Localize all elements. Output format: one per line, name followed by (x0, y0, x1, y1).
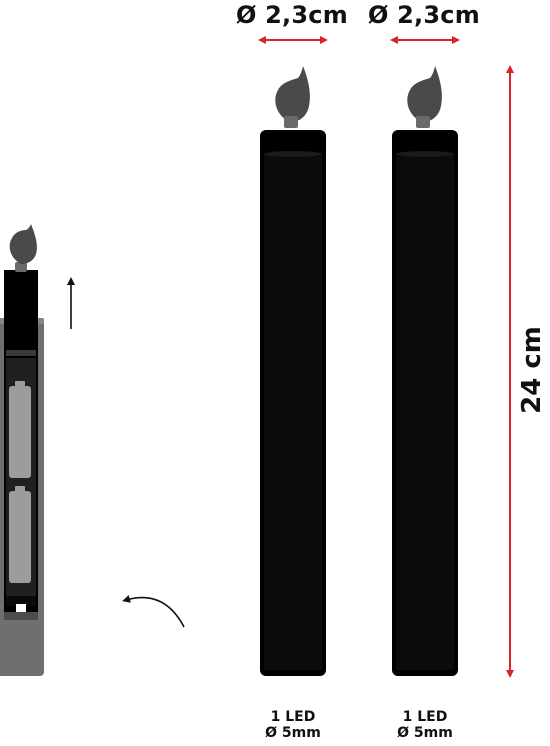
led-count: 1 LED (402, 709, 448, 725)
led-size: Ø 5mm (397, 725, 453, 741)
candle-cutaway (0, 224, 44, 676)
flame-icon (9, 224, 37, 264)
diameter-label-1: Ø 2,3cm (236, 1, 348, 29)
candle-2 (392, 66, 458, 676)
led-size: Ø 5mm (265, 725, 321, 741)
curved-arrow-icon (122, 595, 185, 628)
candle-1 (260, 66, 326, 676)
battery-icon (9, 381, 31, 478)
battery-icon (9, 486, 31, 583)
flame-icon (407, 66, 442, 122)
height-label: 24 cm (517, 326, 547, 414)
spec-candle-2: 1 LED Ø 5mm (380, 709, 470, 741)
spec-candle-1: 1 LED Ø 5mm (248, 709, 338, 741)
flame-icon (275, 66, 310, 122)
diameter-label-2: Ø 2,3cm (368, 1, 480, 29)
led-count: 1 LED (270, 709, 316, 725)
